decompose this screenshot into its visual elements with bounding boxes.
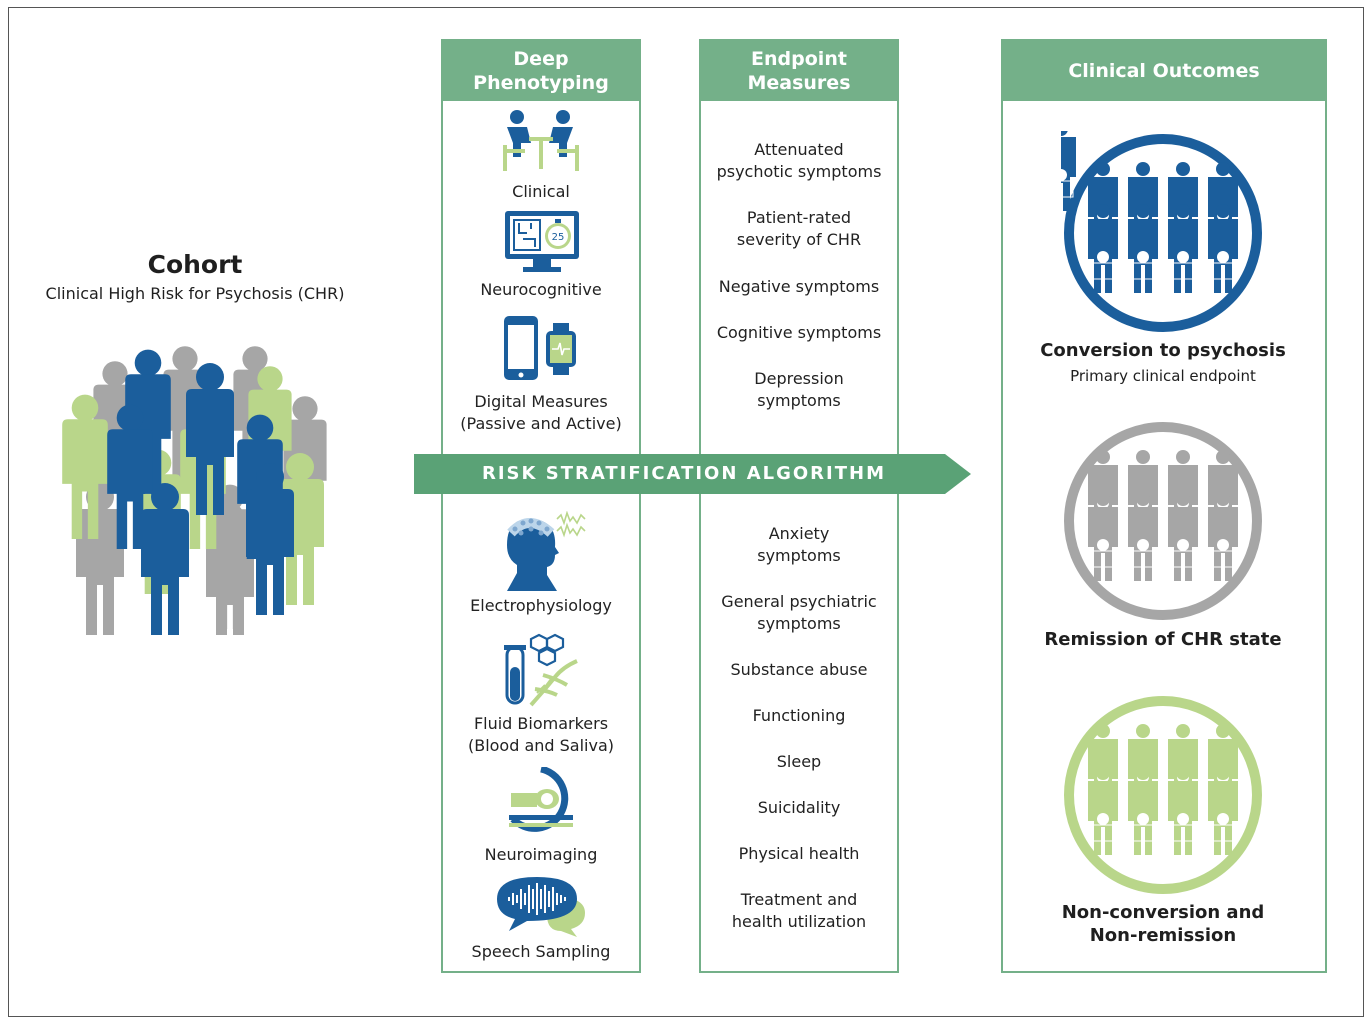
- item-label-electrophysiology: Electrophysiology: [470, 596, 612, 615]
- deep-phenotyping-header: Deep Phenotyping: [443, 41, 639, 101]
- item-label-speech-sampling: Speech Sampling: [471, 942, 611, 961]
- risk-stratification-label: RISK STRATIFICATION ALGORITHM: [482, 463, 886, 484]
- outcome-non-conversion-label: Non-conversion and Non-remission: [1061, 902, 1265, 946]
- deep-phenotyping-column: Deep Phenotyping Clinical 25 Neurocognit…: [441, 39, 641, 973]
- endpoint-measures-header: Endpoint Measures: [701, 41, 897, 101]
- endpoint-suicidality: Suicidality: [757, 798, 841, 817]
- endpoint-depression-symptoms: Depression symptoms: [754, 369, 844, 410]
- test-tube-dna-icon: [504, 633, 578, 707]
- clinical-interview-icon: [503, 110, 579, 171]
- outcome-conversion-sublabel: Primary clinical endpoint: [1070, 367, 1256, 385]
- item-label-clinical: Clinical: [512, 182, 570, 201]
- risk-stratification-arrow: [414, 454, 971, 494]
- smartphone-watch-icon: [504, 316, 576, 380]
- cohort-subtitle: Clinical High Risk for Psychosis (CHR): [45, 284, 345, 303]
- endpoint-anxiety-symptoms: Anxiety symptoms: [757, 524, 841, 565]
- outcome-remission-label: Remission of CHR state: [1044, 629, 1282, 650]
- endpoint-measures-column: Endpoint Measures Attenuated psychotic s…: [699, 39, 899, 973]
- item-label-digital-measures: Digital Measures (Passive and Active): [460, 392, 622, 433]
- outcome-conversion-label: Conversion to psychosis: [1040, 340, 1286, 361]
- endpoint-negative-symptoms: Negative symptoms: [718, 277, 880, 296]
- mri-scanner-icon: [509, 767, 573, 832]
- svg-text:25: 25: [552, 232, 565, 243]
- speech-bubbles-waveform-icon: [497, 877, 585, 937]
- endpoint-attenuated-psychotic: Attenuated psychotic symptoms: [716, 140, 882, 181]
- endpoint-physical-health: Physical health: [738, 844, 860, 863]
- endpoint-patient-rated-severity: Patient-rated severity of CHR: [736, 208, 862, 249]
- neurocognitive-monitor-icon: 25: [505, 211, 579, 272]
- item-label-fluid-biomarkers: Fluid Biomarkers (Blood and Saliva): [467, 714, 615, 755]
- endpoint-substance-abuse: Substance abuse: [730, 660, 868, 679]
- item-label-neuroimaging: Neuroimaging: [484, 845, 598, 864]
- endpoint-treatment-utilization: Treatment and health utilization: [731, 890, 867, 931]
- conversion-group-icon: [1061, 131, 1262, 332]
- endpoint-sleep: Sleep: [776, 752, 822, 771]
- eeg-head-icon: [507, 511, 586, 591]
- crowd-of-people-icon: [62, 346, 327, 635]
- endpoint-functioning: Functioning: [752, 706, 846, 725]
- cohort-title: Cohort: [147, 250, 243, 279]
- clinical-outcomes-header: Clinical Outcomes: [1003, 41, 1325, 101]
- non-conversion-group-icon: [1064, 696, 1262, 894]
- endpoint-cognitive-symptoms: Cognitive symptoms: [716, 323, 882, 342]
- endpoint-general-psychiatric: General psychiatric symptoms: [721, 592, 877, 633]
- remission-group-icon: [1064, 422, 1262, 620]
- item-label-neurocognitive: Neurocognitive: [480, 280, 602, 299]
